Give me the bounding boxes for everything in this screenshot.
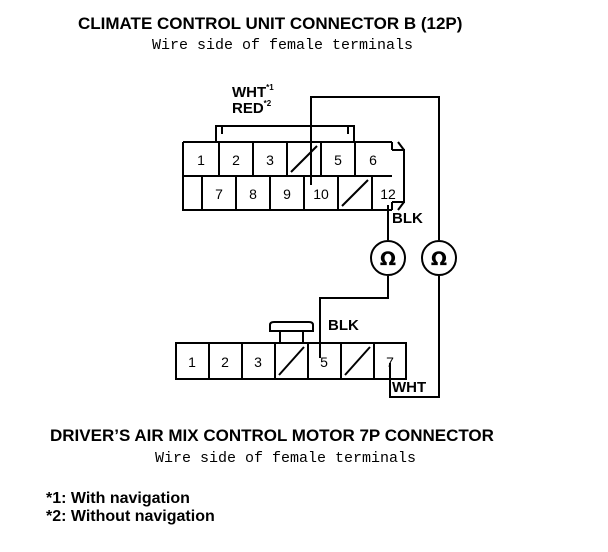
motor-pin-label: 7	[386, 354, 394, 370]
motor-pin-label: 5	[320, 354, 328, 370]
connector-motor-housing	[175, 321, 407, 380]
motor-pin-label: 2	[221, 354, 229, 370]
connector-motor-subtitle: Wire side of female terminals	[155, 450, 417, 467]
b-pin-label: 7	[215, 186, 223, 202]
b-pin-label: 8	[249, 186, 257, 202]
footnote-1: *1: With navigation	[46, 490, 190, 507]
b-pin-label: 5	[334, 152, 342, 168]
b-pin-label: 10	[313, 186, 329, 202]
b-pin-label: 1	[197, 152, 205, 168]
b-pin-label: 9	[283, 186, 291, 202]
wht-wire-label-lower: WHT	[392, 379, 427, 396]
ohmmeter-right	[421, 240, 457, 276]
motor-pin-label: 3	[254, 354, 262, 370]
connector-b-title: CLIMATE CONTROL UNIT CONNECTOR B (12P)	[78, 14, 463, 33]
blk-wire-label-lower: BLK	[328, 317, 359, 334]
ohm-icon: Ω	[380, 248, 396, 270]
motor-pin-label: 1	[188, 354, 196, 370]
b-pin-label: 3	[266, 152, 274, 168]
connector-b-housing	[182, 125, 405, 211]
connector-motor-title: DRIVER’S AIR MIX CONTROL MOTOR 7P CONNEC…	[50, 426, 494, 445]
ohm-icon: Ω	[431, 248, 447, 270]
footnote-2: *2: Without navigation	[46, 508, 215, 525]
ohmmeter-left	[370, 240, 406, 276]
b-pin-label: 6	[369, 152, 377, 168]
wht-wire-label: WHT*1	[232, 83, 274, 101]
b-pin-label: 12	[380, 186, 396, 202]
blk-wire-label-upper: BLK	[392, 210, 423, 227]
red-wire-label: RED*2	[232, 99, 272, 117]
b-pin-label: 2	[232, 152, 240, 168]
connector-b-subtitle: Wire side of female terminals	[152, 37, 414, 54]
